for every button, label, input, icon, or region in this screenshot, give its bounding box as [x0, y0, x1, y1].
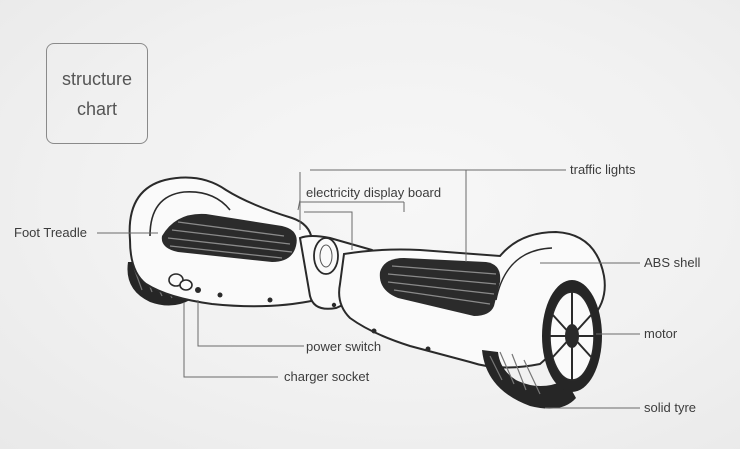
- label-charger-socket: charger socket: [284, 369, 370, 384]
- label-power-switch: power switch: [306, 339, 382, 354]
- label-abs-shell: ABS shell: [644, 255, 701, 270]
- leader-lines: [97, 169, 640, 409]
- label-electricity-display-board: electricity display board: [306, 185, 442, 200]
- right-wheel: [482, 280, 602, 409]
- label-motor: motor: [644, 326, 678, 341]
- label-foot-treadle: Foot Treadle: [14, 225, 87, 240]
- side-ports: [168, 273, 431, 352]
- right-tread: [379, 258, 501, 316]
- left-tread: [161, 213, 297, 262]
- label-solid-tyre: solid tyre: [644, 400, 697, 415]
- label-traffic-lights: traffic lights: [570, 162, 636, 177]
- title-box: structure chart: [46, 43, 148, 144]
- title-line-1: structure: [61, 68, 133, 89]
- title-line-2: chart: [76, 98, 118, 119]
